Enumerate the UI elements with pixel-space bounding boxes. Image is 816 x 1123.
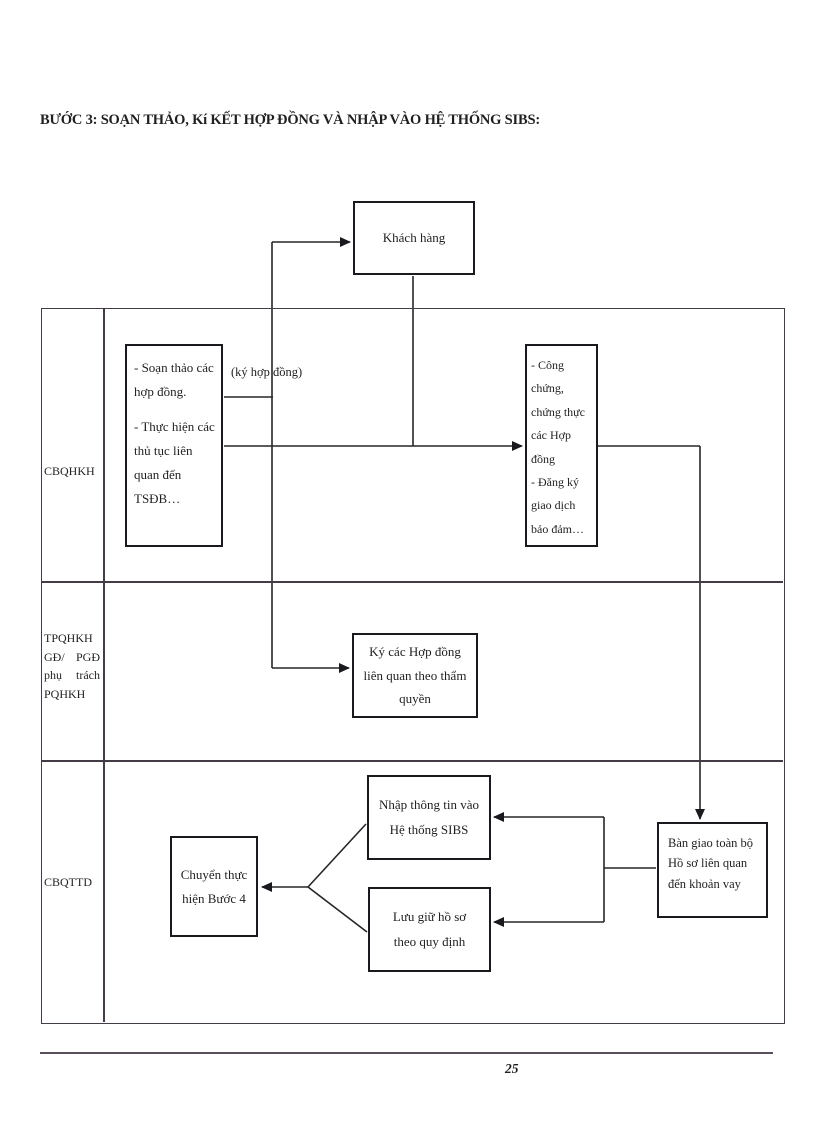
lane-divider-1 (41, 581, 783, 583)
swimlane-table-border (41, 308, 785, 1024)
box-archive: Lưu giữ hồ sơ theo quy định (368, 887, 491, 972)
lane-label-cbqttd: CBQTTD (44, 875, 92, 889)
box-enter-sibs-label: Nhập thông tin vào Hệ thống SIBS (378, 796, 479, 837)
box-sign-authority: Ký các Hợp đồng liên quan theo thẩm quyề… (352, 633, 478, 718)
sign-contract-label: (ký hợp đồng) (231, 365, 303, 379)
box-sign-authority-label: Ký các Hợp đồng liên quan theo thẩm quyề… (363, 644, 467, 707)
swimlane-label-divider (103, 308, 105, 1022)
box-next-step: Chuyển thực hiện Bước 4 (170, 836, 258, 937)
box-draft-item-2: - Thực hiện các thủ tục liên quan đến TS… (134, 419, 215, 507)
connector-diagonal-bottom (307, 886, 368, 933)
box-notarize: - Công chứng, chứng thực các Hợp đồng - … (525, 344, 598, 547)
lane-divider-2 (41, 760, 783, 762)
box-notarize-item-2: - Đăng ký giao dịch bảo đảm… (531, 474, 584, 536)
box-customer-label: Khách hàng (382, 230, 446, 245)
box-customer: Khách hàng (353, 201, 475, 275)
box-archive-label: Lưu giữ hồ sơ theo quy định (392, 908, 467, 949)
box-next-step-label: Chuyển thực hiện Bước 4 (180, 867, 248, 906)
box-draft-item-1: - Soạn thảo các hợp đồng. (134, 360, 214, 400)
page-number: 25 (505, 1061, 519, 1076)
footer-rule (40, 1052, 773, 1054)
box-handover-label: Bàn giao toàn bộ Hồ sơ liên quan đến kho… (668, 836, 754, 891)
page-title: BƯỚC 3: SOẠN THẢO, Kí KẾT HỢP ĐỒNG VÀ NH… (40, 112, 540, 128)
box-notarize-item-1: - Công chứng, chứng thực các Hợp đồng (531, 358, 585, 466)
box-enter-sibs: Nhập thông tin vào Hệ thống SIBS (367, 775, 491, 860)
box-draft-contracts: - Soạn thảo các hợp đồng. - Thực hiện cá… (125, 344, 223, 547)
lane-label-tpqhkh: TPQHKH GĐ/ PGĐ phụ trách PQHKH (44, 631, 100, 701)
connector-diagonal-top (307, 823, 367, 888)
box-handover: Bàn giao toàn bộ Hồ sơ liên quan đến kho… (657, 822, 768, 918)
lane-label-cbqhkh: CBQHKH (44, 464, 95, 478)
